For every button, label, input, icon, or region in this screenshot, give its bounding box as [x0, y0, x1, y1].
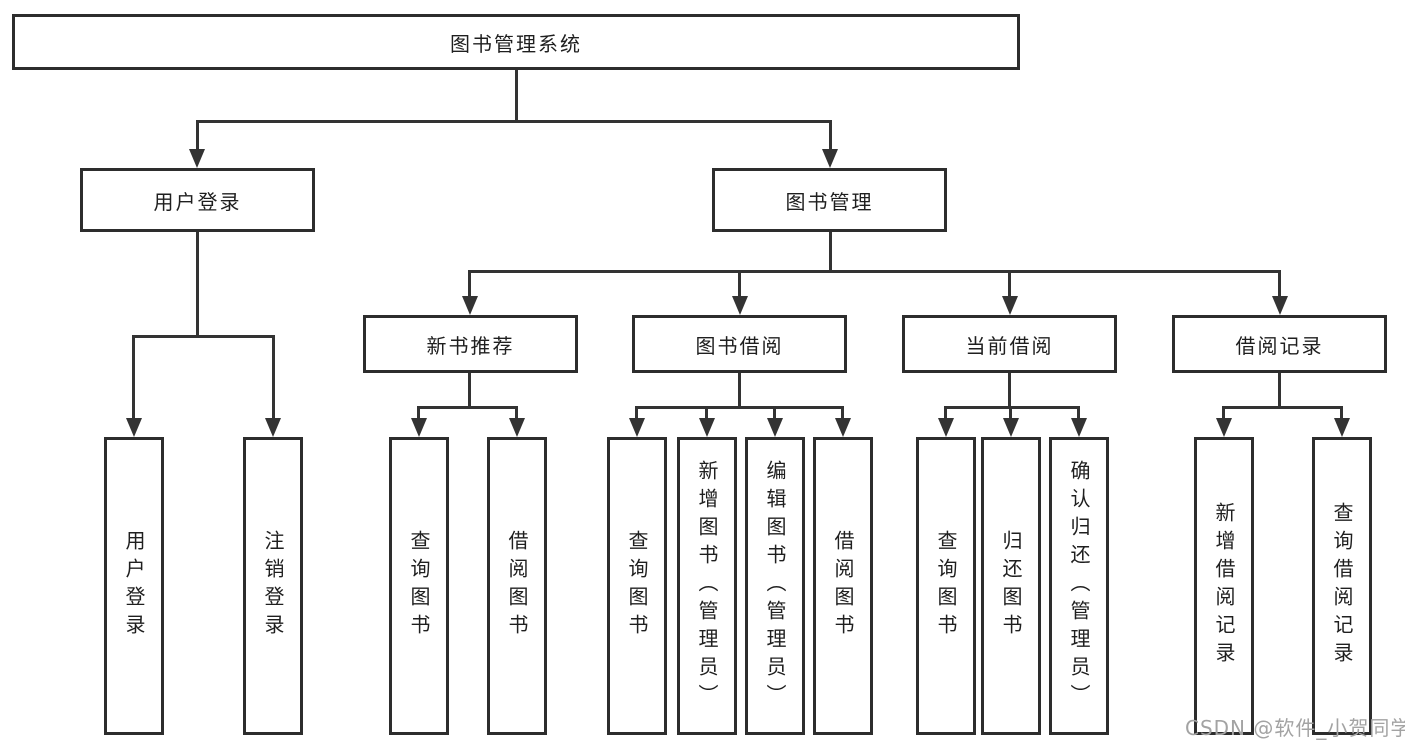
node-library-system: 图书管理系统 — [12, 14, 1020, 70]
connector-line — [738, 270, 741, 299]
leaf-query-books-recommend: 查询图书 — [389, 437, 449, 735]
connector-line — [1278, 373, 1281, 406]
connector-line — [196, 120, 199, 154]
leaf-query-books-borrow: 查询图书 — [607, 437, 667, 735]
connector-line — [1009, 406, 1012, 421]
node-borrow-records-label: 借阅记录 — [1235, 333, 1324, 358]
arrowhead-down-icon — [1272, 296, 1288, 315]
arrowhead-down-icon — [1002, 296, 1018, 315]
node-book-borrow: 图书借阅 — [632, 315, 847, 373]
arrowhead-down-icon — [1334, 418, 1350, 437]
leaf-borrow-books: 借阅图书 — [813, 437, 873, 735]
leaf-edit-books-admin-label: 编辑图书（管理员） — [763, 460, 787, 712]
node-book-borrow-label: 图书借阅 — [695, 333, 784, 358]
leaf-logout: 注销登录 — [243, 437, 303, 735]
connector-line — [829, 232, 832, 270]
connector-line — [1278, 270, 1281, 299]
leaf-borrow-books-label: 借阅图书 — [831, 530, 855, 642]
arrowhead-down-icon — [835, 418, 851, 437]
arrowhead-down-icon — [1071, 418, 1087, 437]
connector-line — [705, 406, 708, 421]
leaf-query-books-current: 查询图书 — [916, 437, 976, 735]
connector-line — [515, 406, 518, 421]
connector-line — [272, 335, 275, 421]
leaf-borrow-books-recommend-label: 借阅图书 — [505, 530, 529, 642]
connector-line — [829, 120, 832, 154]
connector-line — [515, 70, 518, 120]
connector-line — [635, 406, 844, 409]
connector-line — [1222, 406, 1225, 421]
connector-line — [196, 232, 199, 335]
connector-line — [944, 406, 947, 421]
node-new-book-recommend-label: 新书推荐 — [426, 333, 515, 358]
arrowhead-down-icon — [938, 418, 954, 437]
leaf-logout-label: 注销登录 — [261, 530, 285, 642]
leaf-query-books-recommend-label: 查询图书 — [407, 530, 431, 642]
arrowhead-down-icon — [462, 296, 478, 315]
arrowhead-down-icon — [126, 418, 142, 437]
arrowhead-down-icon — [629, 418, 645, 437]
node-book-management: 图书管理 — [712, 168, 947, 232]
node-current-borrow: 当前借阅 — [902, 315, 1117, 373]
arrowhead-down-icon — [699, 418, 715, 437]
arrowhead-down-icon — [411, 418, 427, 437]
connector-line — [196, 120, 832, 123]
node-current-borrow-label: 当前借阅 — [965, 333, 1054, 358]
connector-line — [635, 406, 638, 421]
arrowhead-down-icon — [767, 418, 783, 437]
connector-line — [132, 335, 135, 421]
connector-line — [841, 406, 844, 421]
connector-line — [468, 270, 471, 299]
leaf-query-borrow-record: 查询借阅记录 — [1312, 437, 1372, 735]
connector-line — [468, 270, 1281, 273]
connector-line — [944, 406, 1080, 409]
leaf-confirm-return-admin-label: 确认归还（管理员） — [1067, 460, 1091, 712]
arrowhead-down-icon — [732, 296, 748, 315]
arrowhead-down-icon — [1216, 418, 1232, 437]
leaf-query-books-borrow-label: 查询图书 — [625, 530, 649, 642]
connector-line — [1008, 373, 1011, 406]
arrowhead-down-icon — [189, 149, 205, 168]
leaf-edit-books-admin: 编辑图书（管理员） — [745, 437, 805, 735]
leaf-return-books: 归还图书 — [981, 437, 1041, 735]
node-library-system-label: 图书管理系统 — [450, 31, 582, 56]
connector-line — [132, 335, 275, 338]
leaf-add-books-admin-label: 新增图书（管理员） — [695, 460, 719, 712]
leaf-return-books-label: 归还图书 — [999, 530, 1023, 642]
leaf-user-login: 用户登录 — [104, 437, 164, 735]
connector-line — [417, 406, 518, 409]
arrowhead-down-icon — [1003, 418, 1019, 437]
node-user-login: 用户登录 — [80, 168, 315, 232]
connector-line — [468, 373, 471, 406]
leaf-borrow-books-recommend: 借阅图书 — [487, 437, 547, 735]
leaf-add-borrow-record-label: 新增借阅记录 — [1212, 502, 1236, 670]
connector-line — [738, 373, 741, 406]
connector-line — [773, 406, 776, 421]
leaf-add-borrow-record: 新增借阅记录 — [1194, 437, 1254, 735]
connector-line — [417, 406, 420, 421]
connector-line — [1222, 406, 1343, 409]
leaf-user-login-label: 用户登录 — [122, 530, 146, 642]
leaf-query-borrow-record-label: 查询借阅记录 — [1330, 502, 1354, 670]
connector-line — [1008, 270, 1011, 299]
arrowhead-down-icon — [509, 418, 525, 437]
connector-line — [1077, 406, 1080, 421]
leaf-query-books-current-label: 查询图书 — [934, 530, 958, 642]
connector-line — [1340, 406, 1343, 421]
node-new-book-recommend: 新书推荐 — [363, 315, 578, 373]
node-user-login-label: 用户登录 — [153, 189, 242, 214]
node-borrow-records: 借阅记录 — [1172, 315, 1387, 373]
watermark: CSDN @软件_小贺同学 — [1185, 716, 1405, 740]
arrowhead-down-icon — [822, 149, 838, 168]
node-book-management-label: 图书管理 — [785, 189, 874, 214]
leaf-confirm-return-admin: 确认归还（管理员） — [1049, 437, 1109, 735]
arrowhead-down-icon — [265, 418, 281, 437]
leaf-add-books-admin: 新增图书（管理员） — [677, 437, 737, 735]
